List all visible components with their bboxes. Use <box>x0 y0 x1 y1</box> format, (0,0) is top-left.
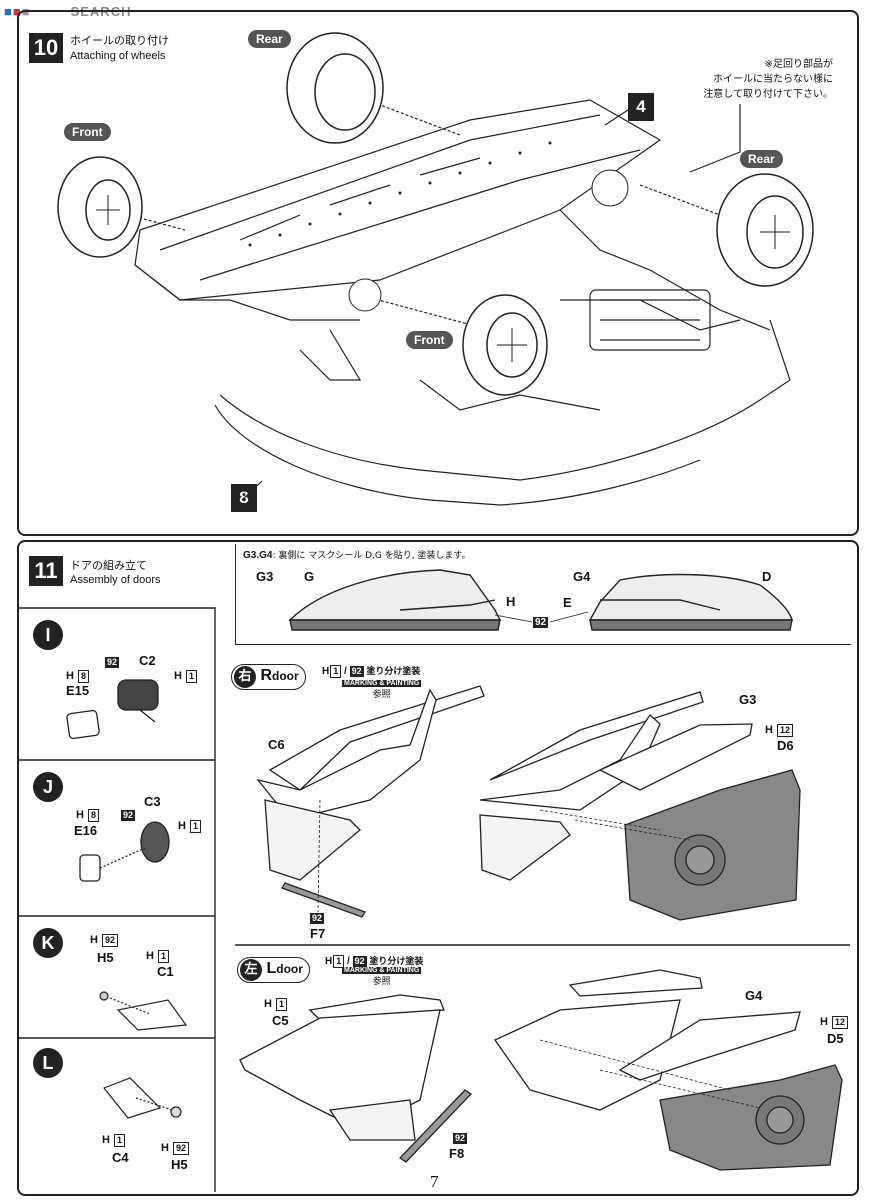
chassis-illustration <box>57 32 814 506</box>
substep-j-h8: H 8 <box>76 809 100 822</box>
substep-i-marker: I <box>33 620 63 650</box>
part-c4: C4 <box>112 1150 129 1165</box>
label-rear-top: Rear <box>248 30 291 48</box>
part-c6: C6 <box>268 737 285 752</box>
step-10-number: 10 <box>29 33 63 63</box>
g3g4-note: G3.G4: 裏側に マスクシール D,G を貼り, 塗装します。 <box>243 550 471 561</box>
part-d: D <box>762 569 772 584</box>
step-10-frame <box>17 10 859 536</box>
part-g3-right: G3 <box>739 692 757 707</box>
part-f8: F8 <box>449 1146 465 1161</box>
callout-step-4: 4 <box>628 93 654 121</box>
part-g3-left: G3 <box>256 569 274 584</box>
label-front-bottom: Front <box>406 331 453 349</box>
caution-note: ※足回り部品が ホイールに当たらない様に 注意して取り付けて下さい。 <box>703 59 833 100</box>
part-g: G <box>304 569 315 584</box>
left-door-h12: H 12 <box>820 1016 849 1029</box>
part-h: H <box>506 594 516 609</box>
part-e16: E16 <box>74 823 98 838</box>
part-e15: E15 <box>66 683 90 698</box>
step-11-title-en: Assembly of doors <box>70 574 161 586</box>
part-d5: D5 <box>827 1031 844 1046</box>
substep-k-marker: K <box>33 928 63 958</box>
substep-l-h92: H 92 <box>161 1142 190 1155</box>
part-d6: D6 <box>777 738 794 753</box>
right-door-marking-ref: MARKING & PAINTING 参照 <box>342 680 422 700</box>
substep-j-h1: H 1 <box>178 820 202 833</box>
step-11-title-jp: ドアの組み立て <box>70 559 147 572</box>
left-door-f8-badge: 92 <box>453 1133 468 1144</box>
substep-i-92: 92 <box>105 657 120 668</box>
substep-j-marker: J <box>33 772 63 802</box>
substep-k-h1: H 1 <box>146 950 170 963</box>
part-g4-left-door: G4 <box>745 988 763 1003</box>
substep-j-92: 92 <box>121 810 136 821</box>
part-h5-l: H5 <box>171 1157 188 1172</box>
step-11-frame <box>17 540 859 1196</box>
part-h5-k: H5 <box>97 950 114 965</box>
paint-92-badge: 92 <box>533 617 549 628</box>
label-rear-right: Rear <box>740 150 783 168</box>
page-number: 7 <box>430 1172 439 1191</box>
step-10-title-jp: ホイールの取り付け <box>70 34 169 47</box>
left-door-marking-ref: MARKING & PAINTING 参照 <box>342 967 422 987</box>
substep-l-marker: L <box>33 1048 63 1078</box>
part-g4-top: G4 <box>573 569 591 584</box>
part-c2: C2 <box>139 653 156 668</box>
part-c1: C1 <box>157 964 174 979</box>
step-11-number: 11 <box>29 556 63 586</box>
g3g4-box <box>235 544 851 645</box>
substep-l-h1: H 1 <box>102 1134 126 1147</box>
right-door-f7-badge: 92 <box>310 913 325 924</box>
left-door-badge: 左 Ldoor <box>237 957 310 983</box>
substep-i-h8: H 8 <box>66 670 90 683</box>
step-10-title-en: Attaching of wheels <box>70 50 166 62</box>
substep-i-h1: H 1 <box>174 670 198 683</box>
right-door-badge: 右 Rdoor <box>231 664 306 690</box>
left-door-h1: H 1 <box>264 998 288 1011</box>
right-door-h12: H 12 <box>765 724 794 737</box>
part-c3: C3 <box>144 794 161 809</box>
substep-k-h92: H 92 <box>90 934 119 947</box>
part-e: E <box>563 595 572 610</box>
part-c5: C5 <box>272 1013 289 1028</box>
part-f7: F7 <box>310 926 326 941</box>
label-front-left: Front <box>64 123 111 141</box>
